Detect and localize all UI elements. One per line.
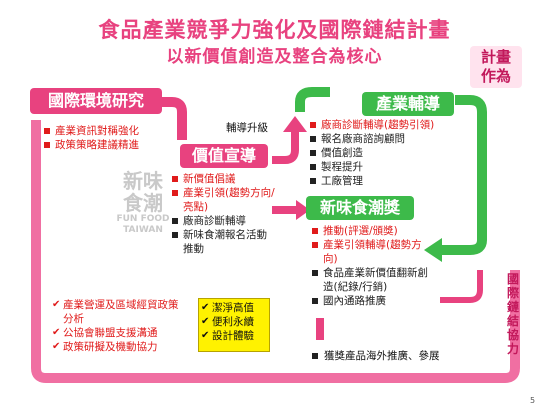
core-values-box: ✔潔淨高值 ✔便利永續 ✔設計體驗 [198, 298, 270, 352]
list-item: ✔便利永續 [201, 316, 254, 328]
square-bullet-icon [44, 142, 50, 148]
square-bullet-icon [312, 242, 318, 248]
square-bullet-icon [312, 298, 318, 304]
main-title: 食品產業競爭力強化及國際鏈結計畫 [98, 18, 451, 42]
check-icon: ✔ [52, 341, 61, 352]
intl-link-vertical-label: 國際鏈結協力 [506, 272, 519, 356]
value-promotion-header: 價值宣導 [180, 144, 268, 168]
overseas-promotion: 獲獎產品海外推廣、參展 [312, 348, 440, 363]
award-to-intl-link-arrow [440, 270, 483, 303]
value-to-guidance-arrowhead [283, 116, 307, 132]
list-item: 推動(評選/頒獎) [312, 224, 436, 238]
industry-guidance-list: 廠商診斷輔導(趨勢引領) 報名廠商諮詢顧問 價值創造 製程提升 工廠管理 [310, 118, 480, 188]
logo-line4: TAIWAN [123, 225, 163, 235]
list-item: ✔產業營運及區域經貿政策分析 [52, 299, 179, 325]
intl-research-list: 產業資訊對稱強化 政策策略建議精進 [44, 124, 184, 152]
sub-title: 以新價值創造及整合為核心 [166, 47, 383, 67]
list-item: 價值創造 [310, 146, 480, 160]
value-to-award-arrowhead [296, 200, 310, 220]
list-item: ✔公協會聯盟支援溝通 [52, 327, 158, 339]
list-item: ✔潔淨高值 [201, 302, 254, 314]
square-bullet-icon [310, 136, 316, 142]
page-number: 5 [530, 396, 536, 405]
industry-guidance-header: 產業輔導 [362, 92, 454, 116]
logo-line2: 食潮 [123, 191, 163, 215]
logo-line3: FUN FOOD [116, 214, 170, 224]
outer-loop-arrow [31, 120, 520, 383]
list-item: 產業引領(趨勢方向/亮點) [172, 186, 276, 214]
list-item: 產業引領輔導(趨勢方向) [312, 238, 436, 266]
logo-line1: 新味 [123, 169, 163, 193]
square-bullet-icon [312, 228, 318, 234]
square-bullet-icon [312, 270, 318, 276]
value-promotion-list: 新價值倡議 產業引領(趨勢方向/亮點) 廠商診斷輔導 新味食潮報名活動推動 [172, 172, 276, 256]
list-item: 國內通路推廣 [312, 294, 436, 308]
square-bullet-icon [172, 176, 178, 182]
square-bullet-icon [310, 122, 316, 128]
list-item: 廠商診斷輔導 [172, 214, 276, 228]
list-item: 產業資訊對稱強化 [44, 124, 184, 138]
check-icon: ✔ [52, 299, 61, 310]
green-loop-top-left [295, 87, 330, 112]
square-bullet-icon [310, 178, 316, 184]
plan-badge-line2: 作為 [480, 67, 511, 85]
list-item: 新味食潮報名活動推動 [172, 228, 276, 256]
square-bullet-icon [172, 190, 178, 196]
fun-food-award-header: 新味食潮獎 [306, 196, 414, 220]
fun-food-award-list: 推動(評選/頒獎) 產業引領輔導(趨勢方向) 食品產業新價值翻新創造(紀錄/行銷… [312, 224, 436, 308]
green-loop-right [440, 95, 487, 255]
check-icon: ✔ [201, 302, 210, 313]
check-icon: ✔ [52, 327, 61, 338]
square-bullet-icon [44, 128, 50, 134]
plan-action-badge: 計畫 作為 [470, 46, 522, 88]
fun-food-taiwan-logo: 新味 食潮 FUN FOOD TAIWAN [112, 170, 174, 236]
square-bullet-icon [310, 164, 316, 170]
square-bullet-icon [172, 218, 178, 224]
intl-to-value-arrow [160, 97, 187, 140]
analysis-list: ✔產業營運及區域經貿政策分析 ✔公協會聯盟支援溝通 ✔政策研擬及機動協力 [52, 298, 182, 354]
square-bullet-icon [312, 353, 318, 359]
intl-research-header: 國際環境研究 [30, 88, 162, 114]
list-item: 食品產業新價值翻新創造(紀錄/行銷) [312, 266, 436, 294]
square-bullet-icon [172, 232, 178, 238]
list-item: 製程提升 [310, 160, 480, 174]
green-loop-arrowhead [424, 238, 442, 262]
list-item: 報名廠商諮詢顧問 [310, 132, 480, 146]
check-icon: ✔ [201, 316, 210, 327]
upgrade-label: 輔導升級 [226, 122, 268, 134]
check-icon: ✔ [201, 330, 210, 341]
list-item: 新價值倡議 [172, 172, 276, 186]
plan-badge-line1: 計畫 [480, 48, 511, 66]
square-bullet-icon [310, 150, 316, 156]
list-item: 工廠管理 [310, 174, 480, 188]
core-values-list: ✔潔淨高值 ✔便利永續 ✔設計體驗 [199, 299, 269, 343]
list-item: ✔政策研擬及機動協力 [52, 341, 158, 353]
list-item: 廠商診斷輔導(趨勢引領) [310, 118, 480, 132]
list-item: 政策策略建議精進 [44, 138, 184, 152]
list-item: ✔設計體驗 [201, 330, 254, 342]
value-to-guidance-arrow [272, 130, 299, 164]
